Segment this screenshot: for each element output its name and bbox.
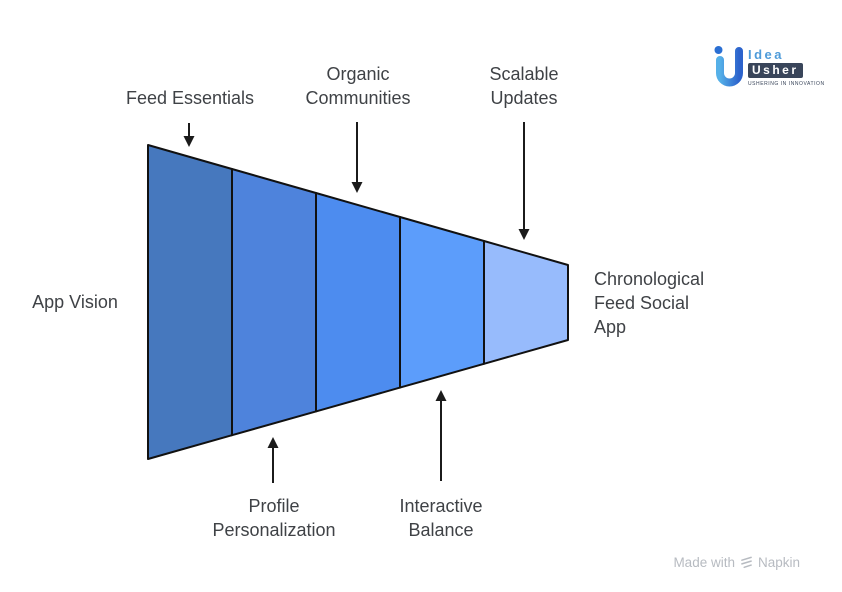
- funnel-segment-3: Organic Communities: [315, 192, 401, 413]
- right-label-line: App: [594, 317, 627, 337]
- callout-label-line: Updates: [490, 88, 558, 108]
- callout-scalable-updates: Scalable Updates: [489, 62, 558, 110]
- callout-profile-personalization: Profile Personalization: [212, 494, 335, 542]
- callout-organic-communities: Organic Communities: [305, 62, 410, 110]
- callout-feed-essentials: Feed Essentials: [126, 86, 254, 110]
- callout-label-line: Communities: [305, 88, 411, 108]
- logo-idea-text: Idea: [748, 47, 785, 62]
- left-label-text: App Vision: [32, 292, 118, 312]
- funnel-output-label: Chronological Feed Social App: [594, 267, 704, 339]
- watermark-brand-text: Napkin: [757, 555, 800, 570]
- idea-usher-monogram-icon: [714, 46, 743, 87]
- funnel-segment-4: Interactive Balance: [399, 216, 485, 389]
- callout-label-line: Balance: [408, 520, 474, 540]
- napkin-icon: [741, 556, 752, 569]
- callout-label-line: Scalable: [489, 64, 559, 84]
- callout-label-line: Personalization: [212, 520, 336, 540]
- callout-label-line: Organic: [326, 64, 390, 84]
- logo-tagline-text: USHERING IN INNOVATION: [748, 81, 825, 87]
- callout-arrow-1: [183, 123, 195, 147]
- callout-label-line: Feed Essentials: [125, 88, 255, 108]
- callout-label-line: Interactive: [399, 496, 483, 516]
- napkin-watermark[interactable]: Made with Napkin: [673, 555, 800, 570]
- funnel-segment-1: Feed Essentials: [147, 144, 233, 460]
- callout-arrow-4: [267, 437, 279, 483]
- funnel-segment-2: Profile Personalization: [231, 168, 317, 437]
- logo-usher-text: Usher: [748, 63, 803, 78]
- funnel-segment-5: Scalable Updates: [483, 240, 569, 365]
- callout-arrow-2: [351, 122, 363, 193]
- idea-usher-wordmark: Idea Usher USHERING IN INNOVATION: [748, 48, 825, 87]
- right-label-line: Feed Social: [594, 293, 690, 313]
- idea-usher-logo: Idea Usher USHERING IN INNOVATION: [712, 44, 825, 90]
- right-label-line: Chronological: [594, 269, 705, 289]
- callout-interactive-balance: Interactive Balance: [399, 494, 482, 542]
- callout-arrow-5: [435, 390, 447, 481]
- watermark-prefix-text: Made with: [673, 555, 735, 570]
- callout-label-line: Profile: [248, 496, 300, 516]
- funnel-input-label: App Vision: [32, 290, 118, 314]
- callout-arrow-3: [518, 122, 530, 240]
